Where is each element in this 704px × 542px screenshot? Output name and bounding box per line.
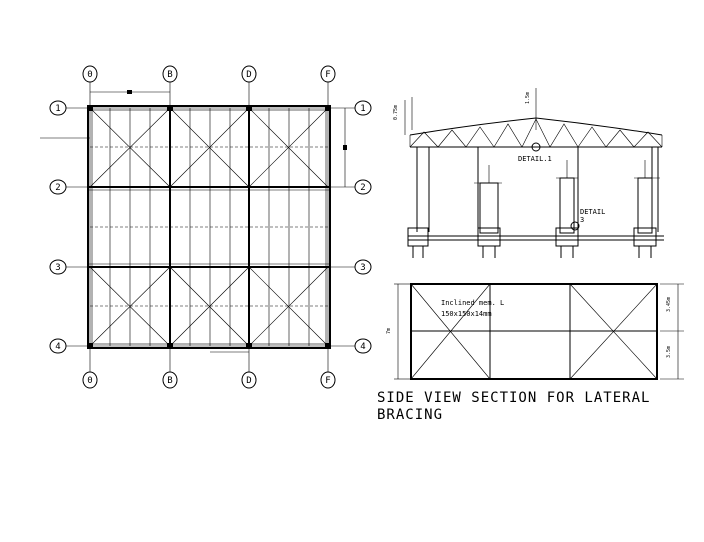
plan-ridge-lines bbox=[90, 146, 328, 307]
grid-bubble-0-bottom bbox=[82, 371, 98, 389]
grid-label-4-left: 4 bbox=[55, 342, 60, 352]
detail-3-label-line2: 3 bbox=[580, 216, 584, 224]
grid-bubble-1-right bbox=[354, 100, 372, 116]
roof-plan: 0 B D F 0 B D F 1 2 3 4 bbox=[40, 65, 372, 389]
grid-bubble-2-right bbox=[354, 179, 372, 195]
grid-label-b-bottom: B bbox=[167, 376, 172, 386]
member-spec-line1: Inclined mem. L bbox=[441, 299, 504, 307]
grid-bubble-4-left bbox=[49, 338, 67, 354]
grid-label-3-left: 3 bbox=[55, 263, 60, 273]
grid-label-1-right: 1 bbox=[360, 104, 365, 114]
detail-1-label: DETAIL.1 bbox=[518, 155, 552, 163]
section-title-line2: BRACING bbox=[377, 407, 443, 423]
grid-label-4-right: 4 bbox=[360, 342, 365, 352]
grid-label-f-bottom: F bbox=[325, 376, 330, 386]
plan-purlins bbox=[109, 108, 310, 346]
grid-label-d-bottom: D bbox=[246, 376, 251, 386]
grid-label-f-top: F bbox=[325, 70, 330, 80]
roof-truss bbox=[409, 117, 663, 152]
section-dim-upper: 3.45m bbox=[666, 297, 672, 312]
truss-elevation: 1.5m 0.75m bbox=[393, 88, 664, 258]
grid-bubble-0-top bbox=[82, 65, 98, 83]
plan-dimensions bbox=[40, 90, 347, 353]
row-bubbles-left: 1 2 3 4 bbox=[49, 100, 67, 354]
row-bubbles-right: 1 2 3 4 bbox=[354, 100, 372, 354]
grid-label-d-top: D bbox=[246, 70, 251, 80]
grid-label-0-bottom: 0 bbox=[87, 376, 92, 386]
grid-bubble-b-top bbox=[162, 65, 178, 83]
grid-bubble-3-right bbox=[354, 259, 372, 275]
grid-bubble-f-top bbox=[320, 65, 336, 83]
grid-label-2-left: 2 bbox=[55, 183, 60, 193]
grid-bubble-2-left bbox=[49, 179, 67, 195]
grid-label-b-top: B bbox=[167, 70, 172, 80]
elevation-dimensions: 1.5m 0.75m bbox=[393, 88, 537, 135]
ground-beam bbox=[407, 221, 664, 258]
plan-cross-bracing bbox=[89, 107, 329, 347]
grid-bubble-4-right bbox=[354, 338, 372, 354]
grid-label-3-right: 3 bbox=[360, 263, 365, 273]
grid-bubble-b-bottom bbox=[162, 371, 178, 389]
grid-bubble-3-left bbox=[49, 259, 67, 275]
member-spec-line2: 150x150x14mm bbox=[441, 310, 492, 318]
grid-bubble-d-top bbox=[241, 65, 257, 83]
grid-bubble-1-left bbox=[49, 100, 67, 116]
section-height-dim: 7m bbox=[386, 328, 392, 334]
elevation-columns bbox=[416, 147, 660, 234]
column-bubbles-bottom: 0 B D F bbox=[82, 371, 336, 389]
lateral-bracing-section: 7m 3.45m 3.5m Inclined mem. L 150x150x14… bbox=[377, 283, 684, 423]
section-title-line1: SIDE VIEW SECTION FOR LATERAL bbox=[377, 390, 650, 406]
dim-top-label: 1.5m bbox=[525, 92, 531, 104]
detail-3-label-line1: DETAIL bbox=[580, 208, 605, 216]
grid-bubble-f-bottom bbox=[320, 371, 336, 389]
grid-label-2-right: 2 bbox=[360, 183, 365, 193]
dim-left-label: 0.75m bbox=[393, 105, 399, 120]
grid-bubble-d-bottom bbox=[241, 371, 257, 389]
grid-label-0-top: 0 bbox=[87, 70, 92, 80]
column-bubbles-top: 0 B D F bbox=[82, 65, 336, 83]
section-dim-lower: 3.5m bbox=[666, 346, 672, 358]
plan-outer-frame bbox=[87, 105, 331, 349]
grid-label-1-left: 1 bbox=[55, 104, 60, 114]
plan-columns bbox=[87, 105, 331, 349]
